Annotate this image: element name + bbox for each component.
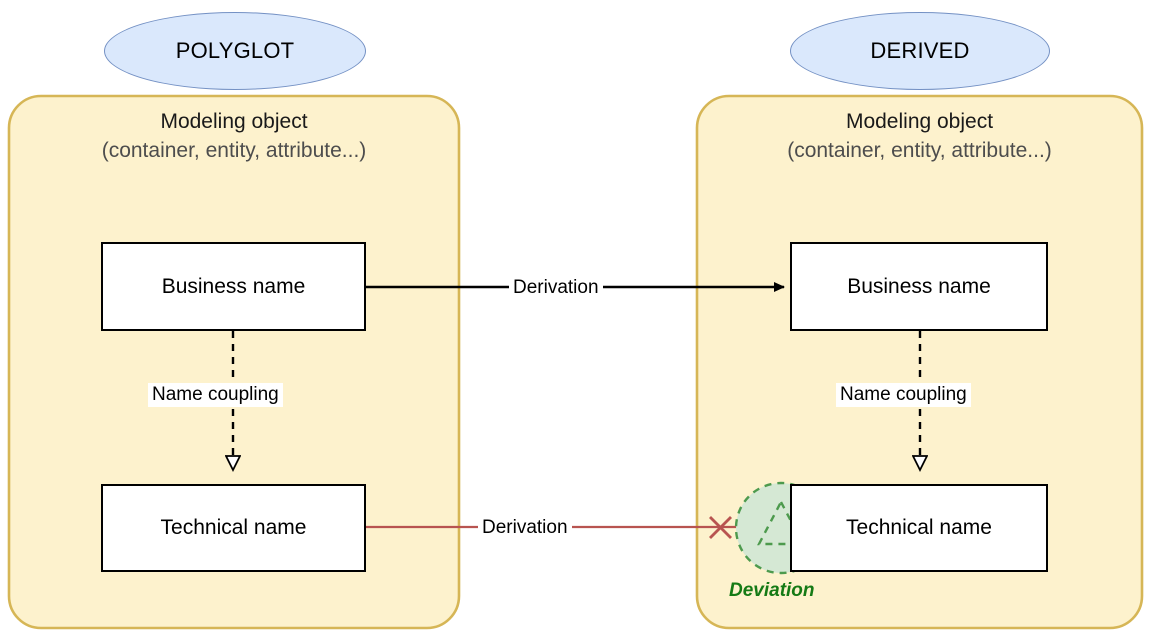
polyglot-badge-label: POLYGLOT: [175, 38, 295, 63]
right-name-coupling-label: Name coupling: [836, 383, 971, 407]
business-derivation-label: Derivation: [509, 276, 603, 300]
break-x-icon: [709, 516, 732, 539]
right-panel-heading: Modeling object: [845, 110, 994, 133]
deviation-marker-label: Deviation: [729, 580, 815, 601]
right-business-name-label: Business name: [847, 274, 991, 298]
right-technical-name-node[interactable]: Technical name: [790, 484, 1048, 572]
left-technical-name-label: Technical name: [160, 516, 307, 539]
left-panel-heading: Modeling object: [160, 110, 308, 133]
left-panel-subheading: (container, entity, attribute...): [101, 139, 367, 162]
left-business-name-label: Business name: [161, 274, 306, 298]
technical-derivation-label: Derivation: [478, 516, 572, 540]
derived-badge-label: DERIVED: [870, 38, 970, 63]
derived-badge[interactable]: DERIVED: [790, 12, 1050, 90]
right-business-name-node[interactable]: Business name: [790, 242, 1048, 331]
right-technical-name-label: Technical name: [846, 516, 992, 539]
right-panel-subheading: (container, entity, attribute...): [787, 139, 1052, 162]
left-name-coupling-label: Name coupling: [148, 383, 283, 407]
left-technical-name-node[interactable]: Technical name: [101, 484, 366, 572]
polyglot-badge[interactable]: POLYGLOT: [104, 12, 366, 90]
left-business-name-node[interactable]: Business name: [101, 242, 366, 331]
